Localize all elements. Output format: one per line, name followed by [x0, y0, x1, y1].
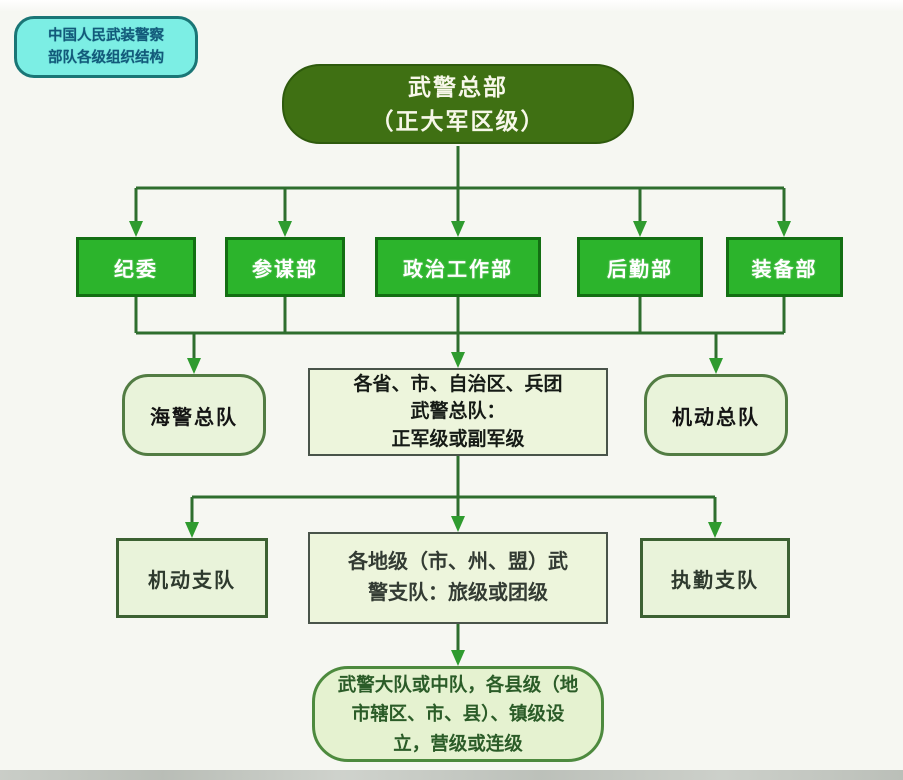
node-dept-staff-label: 参谋部: [252, 258, 318, 281]
title-badge-line2: 部队各级组织结构: [48, 50, 164, 66]
node-prefecture-detachment: 各地级（市、州、盟）武 警支队：旅级或团级: [308, 532, 608, 624]
node-provincial-corps-line3: 正军级或副军级: [391, 428, 525, 450]
node-prefecture-detachment-line1: 各地级（市、州、盟）武: [348, 551, 568, 573]
node-duty-detachment: 执勤支队: [640, 538, 790, 618]
node-dept-political-label: 政治工作部: [403, 258, 513, 281]
node-mobile-detachment-label: 机动支队: [148, 569, 236, 592]
node-prefecture-detachment-line2: 警支队：旅级或团级: [368, 582, 548, 604]
node-hq-title: 武警总部: [408, 73, 508, 100]
node-provincial-corps-line2: 武警总队：: [410, 401, 506, 423]
node-duty-detachment-label: 执勤支队: [671, 569, 759, 592]
node-dept-logistics-label: 后勤部: [607, 258, 673, 281]
node-county-battalion-line3: 立，营级或连级: [393, 732, 523, 754]
node-provincial-corps-line1: 各省、市、自治区、兵团: [353, 373, 563, 395]
node-coast-guard-corps: 海警总队: [122, 374, 266, 456]
node-dept-equipment: 装备部: [726, 237, 843, 297]
node-hq: 武警总部 （正大军区级）: [282, 64, 634, 144]
arrowheads: [129, 221, 791, 666]
node-mobile-detachment: 机动支队: [116, 538, 268, 618]
node-mobile-corps: 机动总队: [644, 374, 788, 456]
node-dept-political: 政治工作部: [375, 237, 541, 297]
title-badge-line1: 中国人民武装警察: [48, 27, 164, 44]
node-dept-equipment-label: 装备部: [751, 258, 818, 281]
node-coast-guard-corps-label: 海警总队: [150, 406, 238, 429]
node-county-battalion: 武警大队或中队，各县级（地 市辖区、市、县）、镇级设 立，营级或连级: [312, 666, 604, 762]
video-letterbox-strip: [0, 770, 903, 780]
node-mobile-corps-label: 机动总队: [672, 406, 760, 429]
node-dept-logistics: 后勤部: [577, 237, 703, 297]
node-provincial-corps: 各省、市、自治区、兵团 武警总队： 正军级或副军级: [308, 368, 608, 456]
node-dept-discipline: 纪委: [76, 237, 196, 297]
node-county-battalion-line1: 武警大队或中队，各县级（地: [337, 673, 579, 695]
node-hq-rank: （正大军区级）: [370, 108, 546, 134]
connector-strokes: [134, 146, 786, 652]
title-badge: 中国人民武装警察 部队各级组织结构: [14, 16, 198, 78]
node-dept-staff: 参谋部: [225, 237, 345, 297]
node-dept-discipline-label: 纪委: [114, 258, 158, 281]
node-county-battalion-line2: 市辖区、市、县）、镇级设: [351, 703, 565, 725]
